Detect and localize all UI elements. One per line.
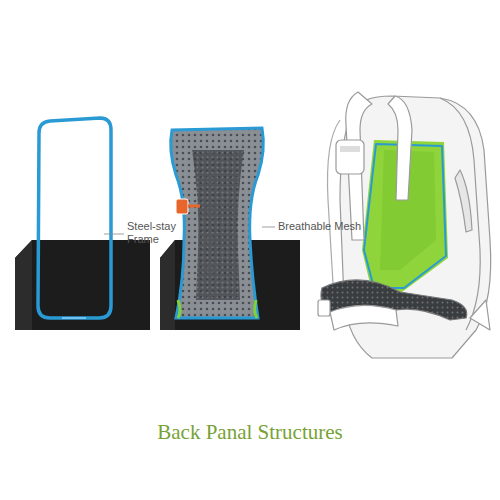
steel-stay-frame: [38, 118, 111, 318]
leader-line: [104, 234, 124, 235]
figure-caption: Back Panal Structures: [0, 420, 500, 445]
part-label: Breathable Mesh: [278, 220, 368, 233]
breathable-mesh-panel: [171, 128, 264, 318]
part-label: Steel-stay Frame: [127, 220, 183, 246]
buckle: [176, 199, 188, 214]
leader-line: [262, 227, 275, 228]
